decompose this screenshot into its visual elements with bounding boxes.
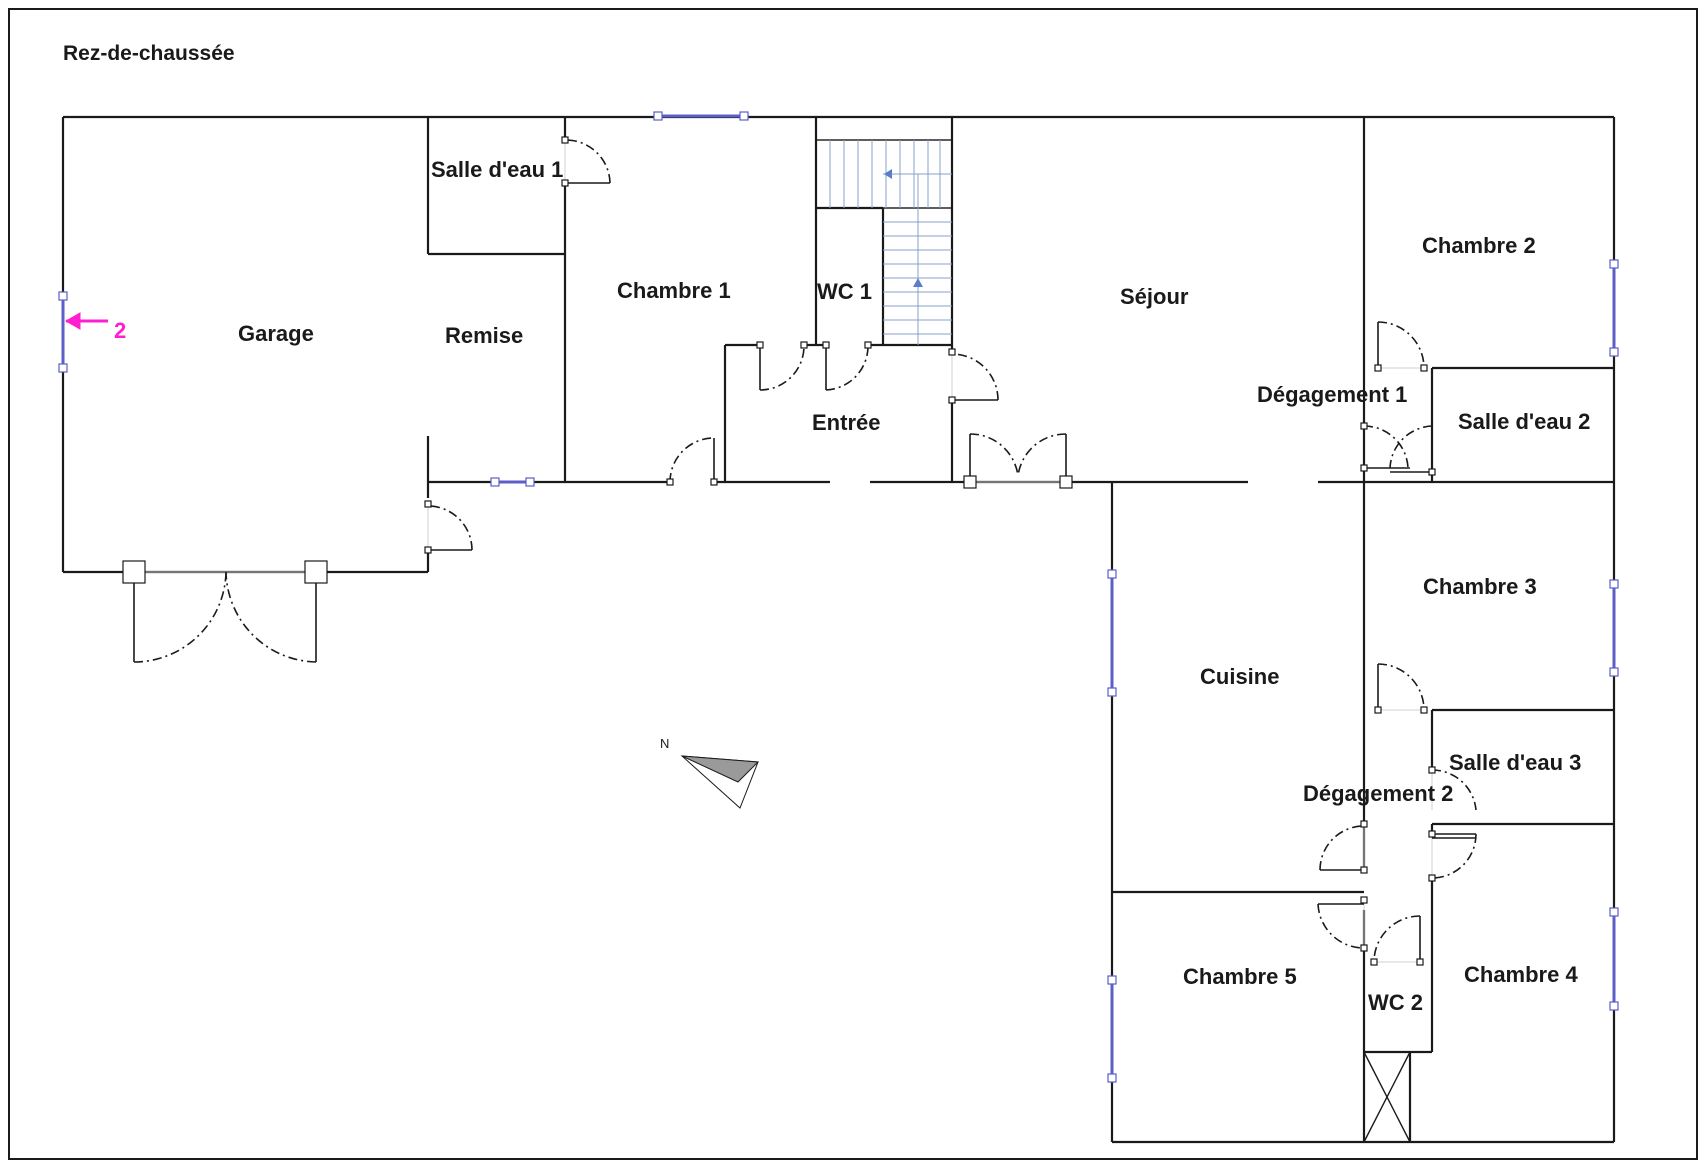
compass-label: N	[660, 736, 669, 751]
room-label-sejour: Séjour	[1120, 284, 1189, 309]
room-label-chambre-2: Chambre 2	[1422, 233, 1536, 258]
floor-title: Rez-de-chaussée	[63, 42, 235, 65]
windows	[58, 111, 1619, 1083]
room-label-wc-2: WC 2	[1368, 990, 1423, 1015]
room-label-entree: Entrée	[812, 410, 880, 435]
room-label-wc-1: WC 1	[817, 279, 872, 304]
room-label-chambre-4: Chambre 4	[1464, 962, 1578, 987]
view-marker-label: 2	[114, 318, 126, 343]
room-label-chambre-3: Chambre 3	[1423, 574, 1537, 599]
view-arrowhead-icon	[64, 312, 81, 330]
stairs-arrow-icon	[884, 169, 892, 179]
room-label-chambre-5: Chambre 5	[1183, 964, 1297, 989]
room-label-salle-eau-2: Salle d'eau 2	[1458, 409, 1590, 434]
shaft-icon	[1363, 1051, 1411, 1143]
room-label-chambre-1: Chambre 1	[617, 278, 731, 303]
view-marker: 2	[64, 312, 126, 343]
room-label-degagement-1: Dégagement 1	[1257, 382, 1407, 407]
room-label-cuisine: Cuisine	[1200, 664, 1279, 689]
page-frame	[8, 8, 1698, 1160]
north-arrow-icon: N	[660, 736, 760, 809]
doors	[122, 136, 1477, 966]
room-label-remise: Remise	[445, 323, 523, 348]
room-label-degagement-2: Dégagement 2	[1303, 781, 1453, 806]
room-label-garage: Garage	[238, 321, 314, 346]
room-labels: Garage Remise Salle d'eau 1 Chambre 1 WC…	[238, 157, 1590, 1015]
staircase	[815, 139, 953, 345]
room-label-salle-eau-3: Salle d'eau 3	[1449, 750, 1581, 775]
walls	[61, 115, 1616, 1144]
room-label-salle-eau-1: Salle d'eau 1	[431, 157, 563, 182]
stairs-arrow-icon	[913, 278, 923, 287]
